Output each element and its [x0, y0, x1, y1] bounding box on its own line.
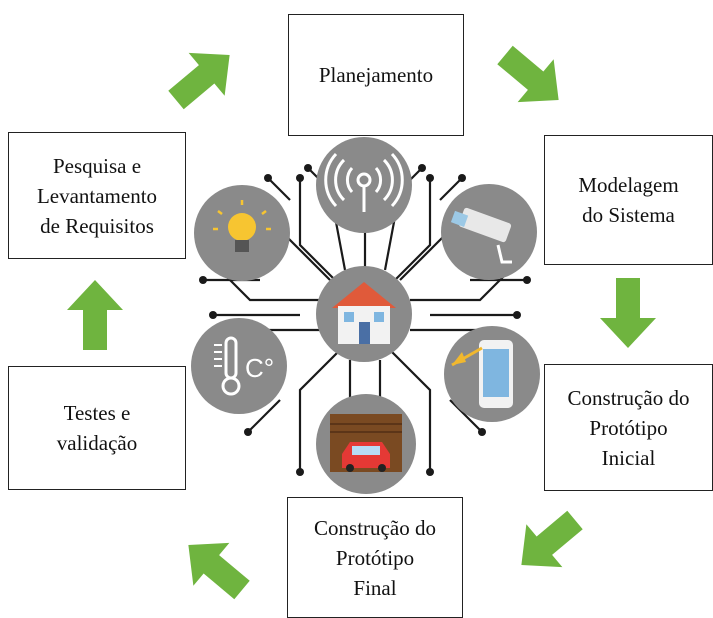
- step-label: Modelagem do Sistema: [578, 173, 679, 227]
- step-label: Planejamento: [318, 63, 434, 87]
- step-construcao-inicial: Construção do Protótipo Inicial: [544, 364, 713, 491]
- step-testes: Testes e validação: [8, 366, 186, 490]
- step-label: Pesquisa e Levantamento de Requisitos: [36, 153, 158, 238]
- thermometer-icon: C°: [191, 318, 287, 414]
- house-icon: [316, 266, 412, 362]
- arrow-to-construcao-inicial: [600, 278, 656, 348]
- smartphone-icon: [444, 326, 540, 422]
- temperature-unit-label: C°: [245, 353, 274, 383]
- garage-car-icon: [316, 394, 416, 494]
- antenna-icon: [316, 137, 412, 233]
- arrow-to-modelagem: [497, 45, 559, 103]
- step-modelagem: Modelagem do Sistema: [544, 135, 713, 265]
- step-construcao-final: Construção do Protótipo Final: [287, 497, 463, 618]
- cctv-camera-icon: [441, 184, 537, 280]
- step-planejamento: Planejamento: [288, 14, 464, 136]
- light-bulb-icon: [194, 185, 290, 281]
- step-label: Testes e validação: [56, 401, 138, 455]
- arrow-to-construcao-final: [521, 510, 583, 568]
- step-pesquisa: Pesquisa e Levantamento de Requisitos: [8, 132, 186, 259]
- arrow-to-pesquisa: [67, 280, 123, 350]
- arrow-to-testes: [188, 542, 250, 600]
- step-label: Construção do Protótipo Inicial: [567, 385, 690, 470]
- step-label: Construção do Protótipo Final: [314, 515, 436, 600]
- arrow-to-planejamento: [168, 52, 230, 110]
